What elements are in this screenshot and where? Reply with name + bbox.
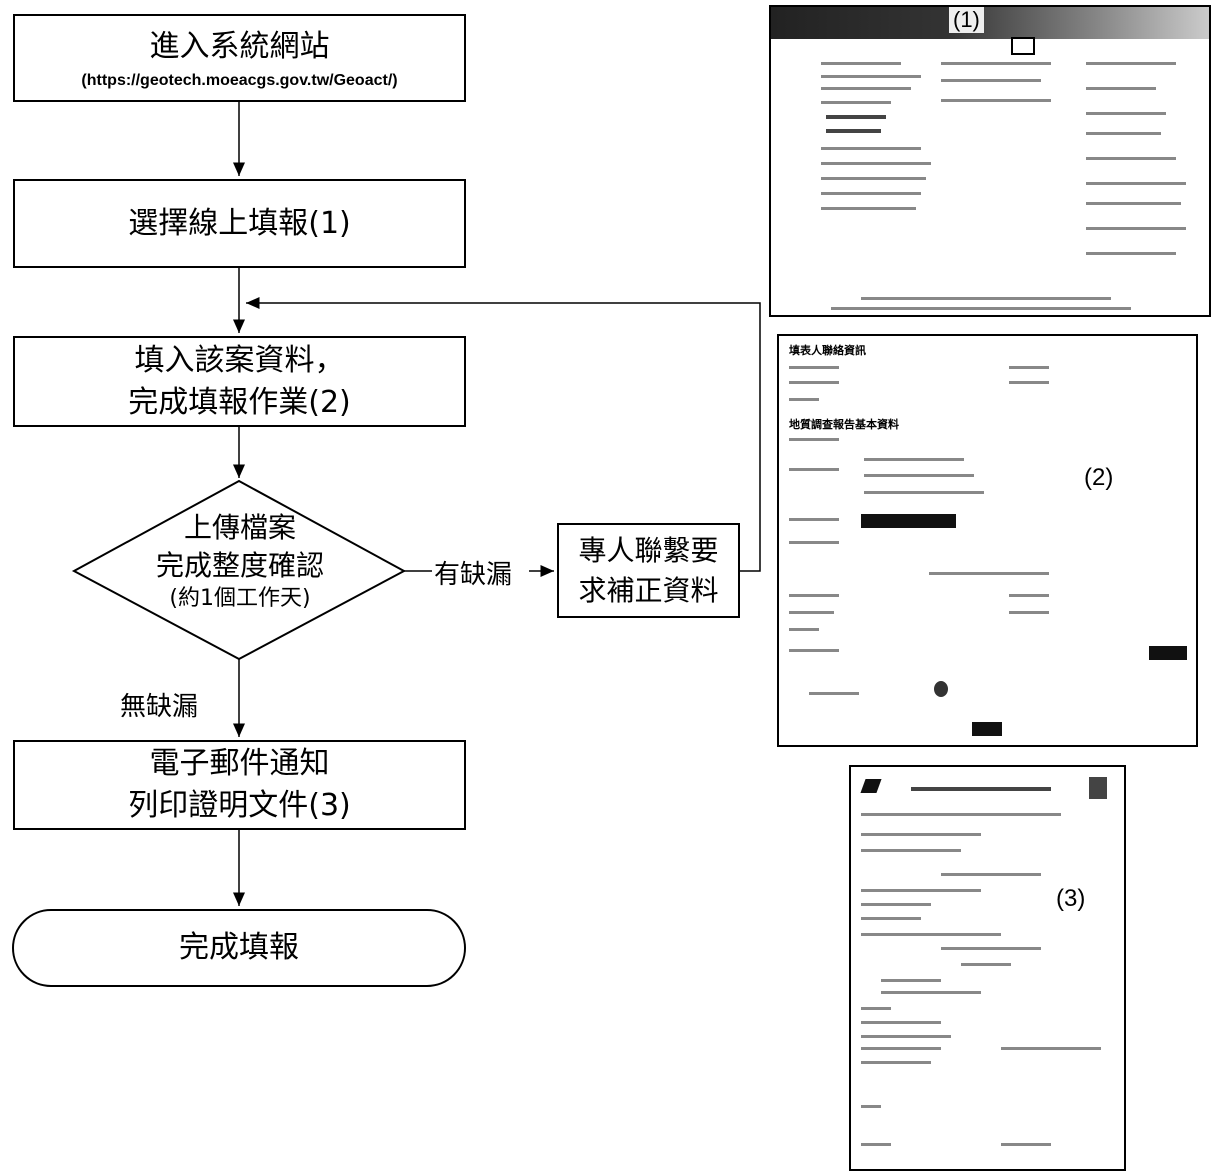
decision-line1: 上傳檔案 (183, 511, 296, 544)
shot2-heading1: 填表人聯絡資訊 (789, 344, 866, 357)
step-enter-website: 進入系統網站 (https://geotech.moeacgs.gov.tw/G… (13, 14, 466, 102)
feedback-loop-line (246, 297, 761, 572)
step3-line2: 完成填報作業(2) (128, 384, 351, 420)
screenshot-1-website: (1) (769, 5, 1211, 317)
end-label: 完成填報 (179, 930, 299, 965)
shot3-tag: (3) (1056, 885, 1086, 912)
label-complete: 無缺漏 (120, 692, 199, 722)
step-contact-correction: 專人聯繫要 求補正資料 (557, 523, 740, 618)
shot3-logo (860, 779, 882, 793)
step2-label: 選擇線上填報(1) (128, 205, 351, 241)
shot3-qr-icon (1089, 777, 1107, 799)
step5-line1: 電子郵件通知 (149, 746, 330, 781)
step-select-online-report: 選擇線上填報(1) (13, 179, 466, 268)
shot2-heading2: 地質調查報告基本資料 (789, 418, 899, 431)
step-fill-case-data: 填入該案資料， 完成填報作業(2) (13, 336, 466, 427)
decision-line3: (約1個工作天) (169, 586, 311, 611)
screenshot-2-form: 填表人聯絡資訊 地質調查報告基本資料 (2) (777, 334, 1198, 747)
shot1-tag: (1) (949, 7, 984, 33)
step-email-print: 電子郵件通知 列印證明文件(3) (13, 740, 466, 830)
step3-line1: 填入該案資料， (134, 342, 345, 378)
contact-line2: 求補正資料 (578, 573, 719, 607)
decision-line2: 完成整度確認 (155, 549, 324, 582)
screenshot-3-certificate: (3) (849, 765, 1126, 1171)
label-missing: 有缺漏 (434, 560, 513, 590)
shot2-submit-button (972, 722, 1002, 736)
step5-line2: 列印證明文件(3) (128, 788, 351, 823)
step1-url: (https://geotech.moeacgs.gov.tw/Geoact/) (81, 72, 398, 89)
shot2-tag: (2) (1084, 464, 1114, 491)
shot2-captcha-icon (934, 681, 948, 697)
shot2-dark-field (861, 514, 956, 528)
step1-title: 進入系統網站 (149, 29, 330, 64)
end-terminal: 完成填報 (12, 909, 466, 987)
shot1-header-banner (771, 7, 1209, 39)
shot1-highlight-box (1011, 37, 1035, 55)
decision-text: 上傳檔案 完成整度確認 (約1個工作天) (120, 508, 360, 614)
shot2-upload-button (1149, 646, 1187, 660)
contact-line1: 專人聯繫要 (578, 533, 719, 567)
